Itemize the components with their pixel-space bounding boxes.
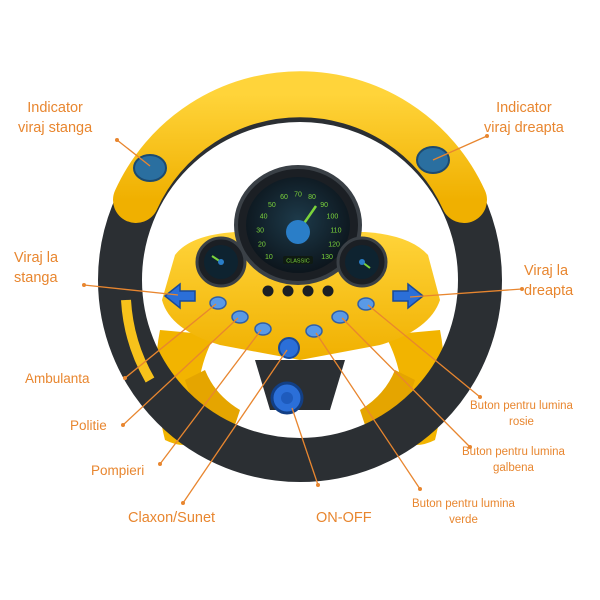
speedometer-brand: CLASSIC bbox=[286, 259, 310, 265]
speedometer-tick-label: 70 bbox=[294, 192, 302, 199]
label-left-indicator: Indicator viraj stanga bbox=[18, 98, 92, 138]
speedometer-tick-label: 130 bbox=[321, 254, 333, 261]
green-light-button[interactable] bbox=[305, 324, 323, 338]
label-green-light-line1: Buton pentru lumina bbox=[412, 498, 515, 510]
label-turn-left-line1: Viraj la bbox=[14, 250, 59, 266]
leader-lines bbox=[83, 135, 523, 504]
left-small-gauge bbox=[195, 236, 247, 288]
indicator-dot bbox=[282, 285, 294, 297]
turn-left-arrow-button[interactable] bbox=[163, 282, 196, 310]
label-horn: Claxon/Sunet bbox=[128, 510, 216, 526]
label-turn-right-line1: Viraj la bbox=[524, 263, 569, 279]
left-indicator-light[interactable] bbox=[133, 154, 167, 182]
label-yellow-light: Buton pentru lumina galbena bbox=[462, 444, 565, 476]
indicator-dot bbox=[302, 285, 314, 297]
label-on-off: ON-OFF bbox=[316, 510, 372, 526]
label-left-indicator-line1: Indicator bbox=[27, 100, 83, 116]
label-right-indicator-line1: Indicator bbox=[496, 100, 552, 116]
label-yellow-light-line2: galbena bbox=[493, 462, 534, 474]
speedometer-tick-label: 20 bbox=[258, 242, 266, 249]
speedometer-hub bbox=[286, 220, 310, 244]
label-turn-right-line2: dreapta bbox=[524, 283, 574, 299]
label-firefighters: Pompieri bbox=[91, 463, 145, 478]
label-green-light: Buton pentru lumina verde bbox=[412, 496, 515, 528]
speedometer-tick-label: 120 bbox=[328, 242, 340, 249]
label-green-light-line2: verde bbox=[449, 514, 478, 526]
label-turn-left-line2: stanga bbox=[14, 270, 58, 286]
label-red-light-line1: Buton pentru lumina bbox=[470, 400, 573, 412]
speedometer-tick-label: 110 bbox=[330, 227, 341, 234]
label-yellow-light-line1: Buton pentru lumina bbox=[462, 446, 565, 458]
indicator-dot bbox=[322, 285, 334, 297]
label-turn-left: Viraj la stanga bbox=[14, 248, 58, 288]
indicator-dot bbox=[262, 285, 274, 297]
label-turn-right: Viraj la dreapta bbox=[524, 261, 573, 301]
speedometer-tick-label: 100 bbox=[327, 213, 339, 220]
firefighters-button[interactable] bbox=[254, 322, 272, 336]
label-right-indicator: Indicator viraj dreapta bbox=[484, 98, 564, 138]
label-ambulance: Ambulanta bbox=[25, 371, 90, 386]
turn-right-arrow-button[interactable] bbox=[392, 282, 425, 310]
speedometer-tick-label: 10 bbox=[265, 254, 273, 261]
speedometer-tick-label: 90 bbox=[320, 202, 328, 209]
horn-button[interactable] bbox=[278, 337, 300, 359]
speedometer-tick-label: 30 bbox=[256, 227, 264, 234]
speedometer-tick-label: 80 bbox=[308, 194, 316, 201]
speedometer-tick-label: 40 bbox=[260, 213, 268, 220]
label-right-indicator-line2: viraj dreapta bbox=[484, 120, 564, 136]
speedometer-tick-label: 60 bbox=[280, 194, 288, 201]
right-small-gauge bbox=[336, 236, 388, 288]
label-police: Politie bbox=[70, 418, 107, 433]
speedometer-tick-label: 50 bbox=[268, 202, 276, 209]
label-red-light: Buton pentru lumina rosie bbox=[470, 398, 573, 430]
label-red-light-line2: rosie bbox=[509, 416, 534, 428]
label-left-indicator-line2: viraj stanga bbox=[18, 120, 93, 136]
